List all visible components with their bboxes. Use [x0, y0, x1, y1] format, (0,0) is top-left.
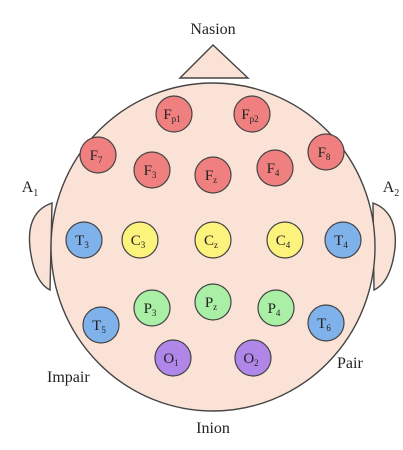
electrode-fp1-circle	[155, 95, 193, 133]
electrode-o1: O1	[154, 339, 192, 377]
nasion-label: Nasion	[190, 21, 235, 38]
electrode-t3: T3	[65, 221, 103, 259]
electrode-o2: O2	[234, 339, 272, 377]
electrode-t6: T6	[307, 304, 345, 342]
electrode-t5-label: T5	[92, 318, 106, 335]
left-ear-label: A1	[22, 179, 39, 199]
electrode-f8-circle	[307, 133, 345, 171]
right-ear	[372, 201, 397, 292]
electrode-c4-circle	[266, 221, 304, 259]
electrode-p4: P4	[257, 289, 295, 327]
electrode-p4-label: P4	[268, 301, 281, 318]
electrode-t4-circle	[324, 221, 362, 259]
electrode-fz-circle	[194, 156, 232, 194]
nose	[178, 44, 250, 79]
electrode-fp1: Fp1	[155, 95, 193, 133]
electrode-p4-circle	[257, 289, 295, 327]
electrode-c3-circle	[121, 221, 159, 259]
electrode-c4-label: C4	[276, 233, 291, 250]
electrode-pz-circle	[194, 283, 232, 321]
electrode-fp2: Fp2	[233, 95, 271, 133]
electrode-c4: C4	[266, 221, 304, 259]
left-ear	[28, 202, 53, 292]
right-ear-label: A2	[383, 179, 400, 199]
electrode-f7-label: F7	[90, 148, 103, 165]
impair-label: Impair	[47, 369, 90, 386]
electrode-t5: T5	[82, 306, 120, 344]
pair-label: Pair	[337, 355, 363, 372]
electrode-o1-circle	[154, 339, 192, 377]
electrode-pz: Pz	[194, 283, 232, 321]
electrode-f3-label: F3	[144, 163, 157, 180]
right-ear-label-sub: 2	[394, 188, 399, 199]
electrode-f4-label: F4	[267, 161, 280, 178]
electrode-t3-label: T3	[75, 233, 89, 250]
electrode-t3-circle	[65, 221, 103, 259]
electrode-f3: F3	[133, 151, 171, 189]
electrode-fp1-label: Fp1	[163, 107, 180, 124]
electrode-fp2-label: Fp2	[241, 107, 258, 124]
electrode-o1-label: O1	[163, 351, 178, 368]
electrode-pz-label: Pz	[205, 295, 217, 312]
electrode-p3-label: P3	[144, 301, 157, 318]
electrode-p3-circle	[133, 289, 171, 327]
electrode-o2-label: O2	[243, 351, 258, 368]
electrode-t5-circle	[82, 306, 120, 344]
electrode-p3: P3	[133, 289, 171, 327]
electrode-f8-label: F8	[318, 145, 331, 162]
left-ear-label-base: A	[22, 179, 34, 196]
electrode-o2-circle	[234, 339, 272, 377]
electrode-cz-circle	[194, 221, 232, 259]
electrode-f4-circle	[256, 149, 294, 187]
inion-label: Inion	[196, 420, 230, 437]
electrode-fz: Fz	[194, 156, 232, 194]
electrode-t4: T4	[324, 221, 362, 259]
electrode-fp2-circle	[233, 95, 271, 133]
electrode-t6-circle	[307, 304, 345, 342]
electrode-cz-label: Cz	[204, 233, 218, 250]
electrode-f4: F4	[256, 149, 294, 187]
electrode-cz: Cz	[194, 221, 232, 259]
electrode-t4-label: T4	[334, 233, 348, 250]
right-ear-label-base: A	[383, 179, 395, 196]
electrode-t6-label: T6	[317, 316, 331, 333]
electrode-f7-circle	[79, 136, 117, 174]
electrode-c3: C3	[121, 221, 159, 259]
electrode-fz-label: Fz	[205, 168, 217, 185]
electrode-f3-circle	[133, 151, 171, 189]
electrode-f8: F8	[307, 133, 345, 171]
left-ear-label-sub: 1	[33, 188, 38, 199]
electrode-f7: F7	[79, 136, 117, 174]
electrode-c3-label: C3	[131, 233, 146, 250]
